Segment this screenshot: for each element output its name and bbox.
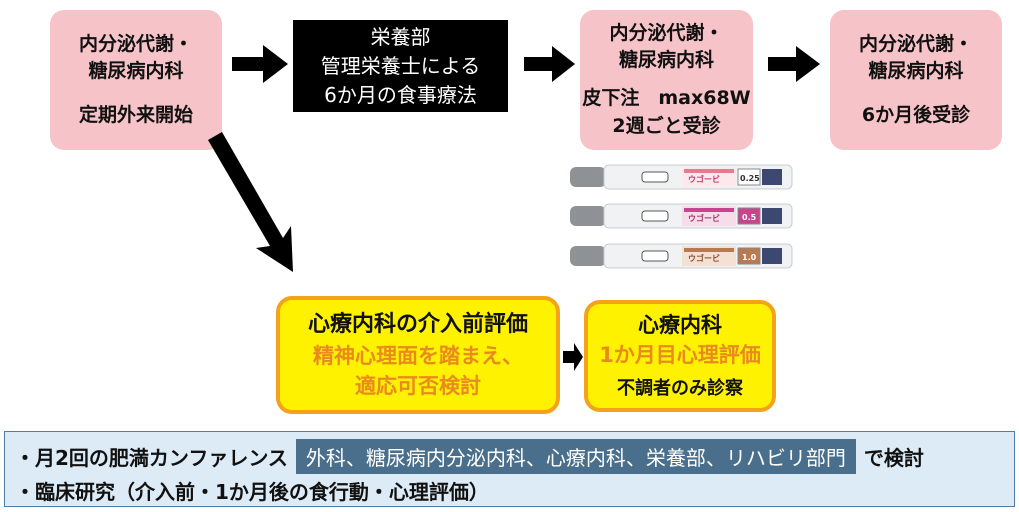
- injection-pen-0-5: ウゴービ 0.5: [570, 203, 793, 229]
- pen-dose-label-3: 1.0: [742, 253, 757, 262]
- psych-month-line2: 1か月目心理評価: [599, 342, 761, 367]
- start-box-line1: 内分泌代謝・: [78, 32, 193, 55]
- injection-box-line4: 2週ごと受診: [612, 114, 721, 137]
- departments-highlight: 外科、糖尿病内分泌内科、心療内科、栄養部、リハビリ部門: [295, 439, 856, 474]
- injection-box-line2: 糖尿病内科: [618, 49, 714, 72]
- arrow-right-1: [232, 45, 288, 83]
- psych-pre-line3: 適応可否検討: [355, 373, 481, 398]
- psych-month-eval-box: 心療内科 1か月目心理評価 不調者のみ診察: [584, 300, 776, 412]
- injection-box-line1: 内分泌代謝・: [609, 21, 724, 44]
- injection-box: 内分泌代謝・ 糖尿病内科 皮下注 max68W 2週ごと受診: [580, 10, 753, 150]
- psych-month-line3: 不調者のみ診察: [617, 378, 743, 400]
- start-box-line3: 定期外来開始: [78, 103, 193, 126]
- pen-brand-label-1: ウゴービ: [688, 174, 720, 184]
- arrow-right-2: [524, 46, 575, 82]
- conference-row: ・月2回の肥満カンファレンス 外科、糖尿病内分泌内科、心療内科、栄養部、リハビリ…: [15, 439, 924, 474]
- followup-box-line2: 糖尿病内科: [868, 60, 964, 83]
- pen-dose-label-2: 0.5: [742, 213, 757, 222]
- followup-box-line3: 6か月後受診: [861, 103, 971, 126]
- start-box-line2: 糖尿病内科: [88, 60, 184, 83]
- diet-therapy-box: 栄養部 管理栄養士による 6か月の食事療法: [293, 20, 508, 112]
- arrow-right-4: [563, 343, 583, 371]
- conference-label: ・月2回の肥満カンファレンス: [15, 446, 288, 470]
- injection-pen-0-25: ウゴービ 0.25: [570, 164, 793, 190]
- arrow-diagonal-down: [208, 132, 293, 272]
- psych-month-line1: 心療内科: [638, 312, 722, 337]
- clinical-research-row: ・臨床研究（介入前・1か月後の食行動・心理評価）: [15, 476, 489, 505]
- pen-dose-label-1: 0.25: [740, 174, 760, 183]
- start-box: 内分泌代謝・ 糖尿病内科 定期外来開始: [50, 10, 222, 150]
- flow-arrows: [208, 45, 820, 371]
- injection-pen-1-0: ウゴービ 1.0: [570, 243, 793, 269]
- diet-box-line3: 6か月の食事療法: [324, 82, 477, 107]
- injection-box-line3: 皮下注 max68W: [582, 87, 751, 109]
- psych-pre-line1: 心療内科の介入前評価: [307, 311, 528, 337]
- diet-box-line2: 管理栄養士による: [320, 53, 481, 78]
- arrow-right-3: [768, 46, 820, 82]
- pen-brand-label-3: ウゴービ: [688, 253, 720, 263]
- pen-brand-label-2: ウゴービ: [688, 213, 720, 223]
- conference-info-panel: ・月2回の肥満カンファレンス 外科、糖尿病内分泌内科、心療内科、栄養部、リハビリ…: [4, 431, 1015, 507]
- followup-box-line1: 内分泌代謝・: [858, 32, 973, 55]
- psych-pre-eval-box: 心療内科の介入前評価 精神心理面を踏まえ、 適応可否検討: [276, 296, 560, 414]
- psych-pre-line2: 精神心理面を踏まえ、: [313, 343, 523, 368]
- followup-box: 内分泌代謝・ 糖尿病内科 6か月後受診: [830, 10, 1002, 150]
- clinical-research-text: ・臨床研究（介入前・1か月後の食行動・心理評価）: [15, 480, 489, 504]
- conference-suffix: で検討: [863, 446, 924, 470]
- diet-box-line1: 栄養部: [370, 24, 431, 49]
